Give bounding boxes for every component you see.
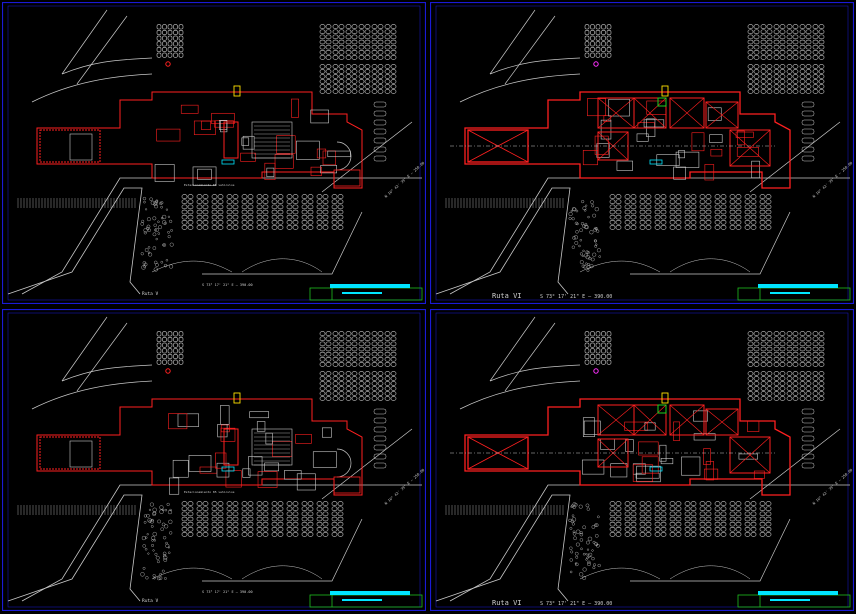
entry-marker xyxy=(221,466,235,472)
title-bar xyxy=(330,284,410,288)
landscaping xyxy=(568,200,751,273)
landscaping xyxy=(140,196,323,273)
parking-north xyxy=(156,331,184,365)
parking-east xyxy=(319,331,397,469)
sheet-frame xyxy=(430,2,854,304)
north-point-icon xyxy=(593,61,599,67)
sheet-inner-frame xyxy=(435,5,849,301)
sheet-frame xyxy=(2,309,426,611)
sheet-inner-frame xyxy=(7,312,421,608)
parking-east xyxy=(747,331,825,469)
parking-south xyxy=(445,194,772,230)
site-roads xyxy=(7,316,422,602)
bearing-label: S 73° 17' 21" E — 390.00 xyxy=(202,590,253,594)
title-bar xyxy=(330,591,410,595)
title-bar xyxy=(758,591,838,595)
title-block xyxy=(309,284,423,301)
sheet-frame xyxy=(2,2,426,304)
north-point-icon xyxy=(165,368,171,374)
site-roads xyxy=(435,9,850,295)
drawing-sheet-1: Ruta VS 73° 17' 21" E — 390.00N 16° 42' … xyxy=(2,2,426,304)
entry-marker xyxy=(649,159,663,165)
parking-south xyxy=(17,501,344,537)
landscaping xyxy=(568,502,751,580)
bearing-label: S 73° 17' 21" E — 390.00 xyxy=(540,601,612,607)
section-label: Estacionamiento 85 vehiculos xyxy=(184,183,235,187)
section-label: Estacionamiento 85 vehiculos xyxy=(184,490,235,494)
building-plan xyxy=(450,368,791,496)
title-bar xyxy=(758,284,838,288)
entry-marker xyxy=(221,159,235,165)
title-block xyxy=(737,284,851,301)
site-roads xyxy=(7,9,422,295)
stair-marker xyxy=(661,392,669,404)
building-plan xyxy=(36,368,363,496)
building-plan xyxy=(36,61,363,189)
road-label: Ruta V xyxy=(142,291,159,297)
landscaping xyxy=(140,502,323,581)
north-point-icon xyxy=(593,368,599,374)
title-block xyxy=(309,591,423,608)
sheet-inner-frame xyxy=(435,312,849,608)
site-roads xyxy=(435,316,850,602)
parking-east xyxy=(319,24,397,162)
parking-south xyxy=(445,501,772,537)
stair-marker xyxy=(661,85,669,97)
road-label: Ruta VI xyxy=(492,599,522,607)
road-label: Ruta V xyxy=(142,598,159,604)
bearing-label: S 73° 17' 21" E — 390.00 xyxy=(202,283,253,287)
drawing-sheet-3: Ruta VS 73° 17' 21" E — 390.00N 16° 42' … xyxy=(2,309,426,611)
entry-marker xyxy=(649,466,663,472)
stair-marker xyxy=(233,85,241,97)
stair-marker xyxy=(233,392,241,404)
parking-east xyxy=(747,24,825,162)
north-point-icon xyxy=(165,61,171,67)
building-plan xyxy=(450,61,791,189)
parking-south xyxy=(17,194,344,230)
road-label: Ruta VI xyxy=(492,292,522,300)
parking-north xyxy=(584,331,612,365)
parking-north xyxy=(584,24,612,58)
bearing-label: S 73° 17' 21" E — 390.00 xyxy=(540,294,612,300)
parking-north xyxy=(156,24,184,58)
sheet-inner-frame xyxy=(7,5,421,301)
title-block xyxy=(737,591,851,608)
